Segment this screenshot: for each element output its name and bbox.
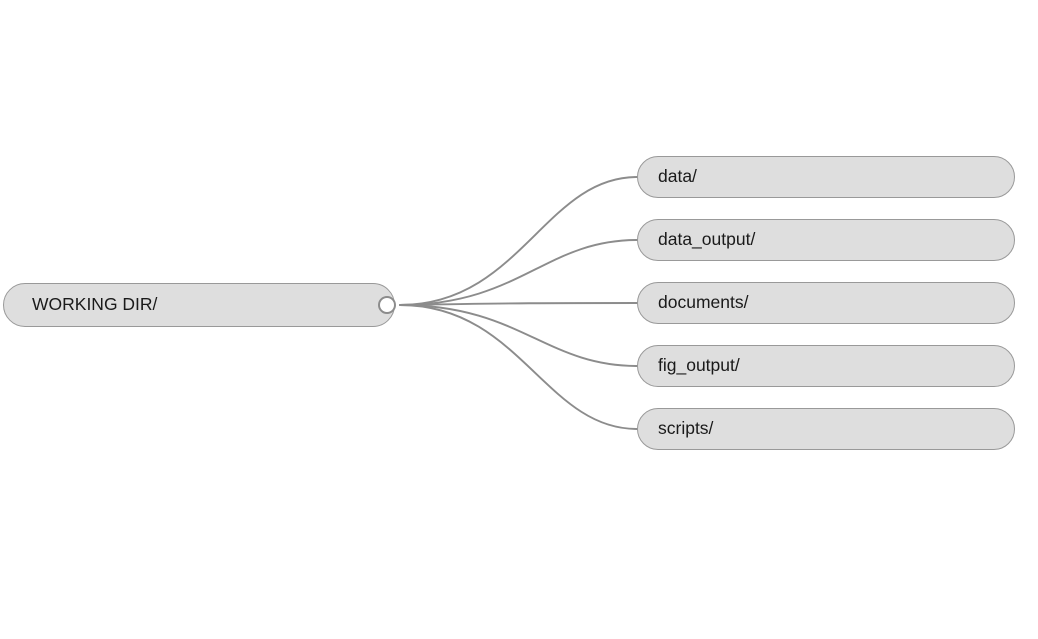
- edge-to-data: [399, 176, 638, 306]
- child-node-data[interactable]: data/: [637, 156, 1015, 198]
- child-node-scripts[interactable]: scripts/: [637, 408, 1015, 450]
- child-node-label: data/: [658, 166, 697, 187]
- edge-to-data-output: [399, 239, 638, 306]
- child-node-data-output[interactable]: data_output/: [637, 219, 1015, 261]
- root-node-label: WORKING DIR/: [32, 294, 158, 315]
- edge-to-scripts: [399, 304, 638, 430]
- child-node-fig-output[interactable]: fig_output/: [637, 345, 1015, 387]
- child-node-documents[interactable]: documents/: [637, 282, 1015, 324]
- child-node-label: data_output/: [658, 229, 756, 250]
- child-node-label: documents/: [658, 292, 749, 313]
- root-node-working-dir[interactable]: WORKING DIR/: [3, 283, 395, 327]
- edge-to-documents: [399, 302, 638, 306]
- root-hub-connector-icon[interactable]: [378, 296, 396, 314]
- child-node-label: fig_output/: [658, 355, 740, 376]
- edge-to-fig-output: [399, 304, 638, 367]
- child-node-label: scripts/: [658, 418, 714, 439]
